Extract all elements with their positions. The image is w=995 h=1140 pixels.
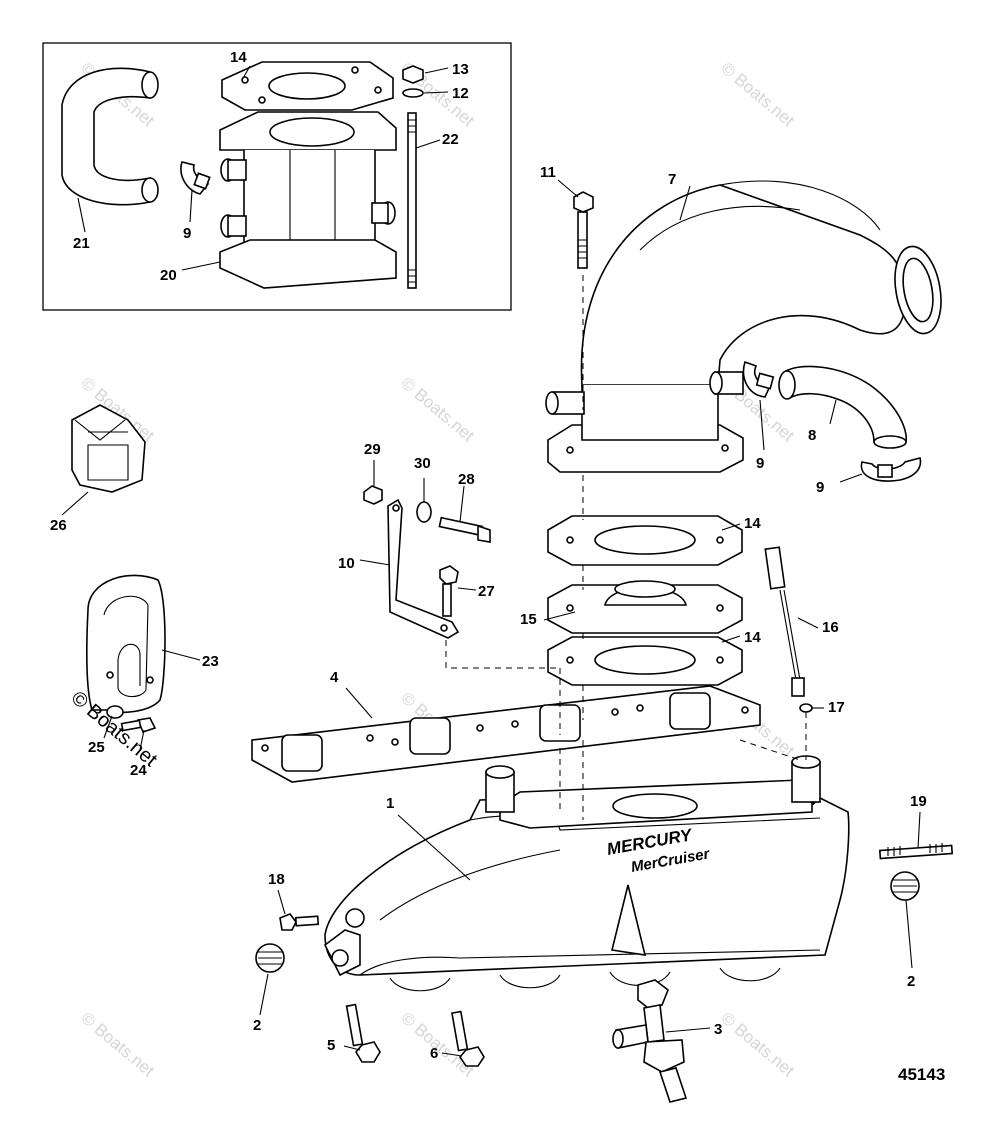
bolt-part-27 [439, 565, 459, 617]
nut-part-13 [402, 65, 424, 84]
callout-14: 14 [744, 515, 761, 532]
bolt-part-28 [438, 516, 491, 543]
callout-6: 6 [430, 1045, 438, 1062]
flapper-valve-part-26 [71, 404, 146, 493]
callout-25: 25 [88, 739, 105, 756]
callout-7: 7 [668, 171, 676, 188]
callout-13: 13 [452, 61, 469, 78]
plug-part-2-right [890, 871, 920, 901]
gasket-part-14-lower [547, 636, 743, 686]
bracket-part-10 [387, 498, 460, 639]
nut-part-29 [363, 485, 383, 505]
exhaust-manifold-part-1: MERCURY MerCruiser [323, 755, 850, 992]
callout-19: 19 [910, 793, 927, 810]
callout-3: 3 [714, 1021, 722, 1038]
clamp-part-9 [180, 161, 211, 195]
callout-10: 10 [338, 555, 355, 572]
callout-11: 11 [540, 164, 556, 181]
stud-part-22 [407, 112, 417, 289]
callout-28: 28 [458, 471, 475, 488]
callout-1: 1 [386, 795, 394, 812]
callout-18: 18 [268, 871, 285, 888]
stud-part-19 [878, 843, 954, 860]
callout-4: 4 [330, 669, 339, 686]
gasket-part-14 [221, 61, 394, 111]
callout-15: 15 [520, 611, 537, 628]
callout-labels: 14 13 12 22 20 21 9 11 7 8 9 9 26 29 30 … [50, 49, 927, 1062]
sensor-part-16 [764, 546, 805, 697]
bolt-part-24 [120, 717, 157, 733]
spacer-part-15 [547, 580, 743, 634]
callout-21: 21 [73, 235, 90, 252]
washer-part-12 [402, 88, 424, 98]
callout-14: 14 [230, 49, 247, 66]
gasket-part-14-upper [547, 515, 743, 566]
callout-17: 17 [828, 699, 845, 716]
bolt-part-6 [451, 1010, 485, 1067]
bolt-part-18 [279, 913, 320, 931]
washer-part-17 [799, 703, 813, 713]
callout-20: 20 [160, 267, 177, 284]
callout-22: 22 [442, 131, 459, 148]
elbow-part-7 [545, 180, 942, 473]
hose-part-21 [61, 67, 151, 206]
callout-14: 14 [744, 629, 761, 646]
callout-9: 9 [756, 455, 764, 472]
callout-8: 8 [808, 427, 816, 444]
callout-2: 2 [907, 973, 915, 990]
callout-9: 9 [816, 479, 824, 496]
watermark: © Boats.net [717, 59, 798, 131]
gasket-part-23 [86, 574, 166, 714]
bolt-part-11 [573, 191, 594, 269]
callout-5: 5 [327, 1037, 335, 1054]
figure-number: 45143 [898, 1065, 945, 1084]
callout-29: 29 [364, 441, 381, 458]
callout-9: 9 [183, 225, 191, 242]
callout-30: 30 [414, 455, 431, 472]
watermark: © Boats.net [717, 1009, 798, 1081]
hose-part-8 [778, 365, 908, 449]
manifold-gasket-part-4 [251, 685, 761, 783]
callout-24: 24 [130, 762, 147, 779]
riser-part-20 [219, 111, 397, 289]
watermark: © Boats.net [77, 1009, 158, 1081]
washer-part-25 [106, 705, 124, 719]
clamp-part-9-lower [860, 457, 922, 482]
inset-box [42, 42, 512, 311]
callout-16: 16 [822, 619, 839, 636]
clamp-part-9-upper [742, 360, 775, 398]
callout-27: 27 [478, 583, 495, 600]
bolt-part-5 [345, 1003, 381, 1063]
drain-fitting-part-3 [612, 979, 688, 1103]
callout-26: 26 [50, 517, 67, 534]
plug-part-2-left [255, 943, 285, 973]
washer-part-30 [416, 501, 432, 523]
watermark: © Boats.net [397, 374, 478, 446]
alignment-lines [445, 275, 807, 820]
leader-lines [61, 65, 921, 1057]
callout-12: 12 [452, 85, 469, 102]
callout-2: 2 [253, 1017, 261, 1034]
callout-23: 23 [202, 653, 219, 670]
